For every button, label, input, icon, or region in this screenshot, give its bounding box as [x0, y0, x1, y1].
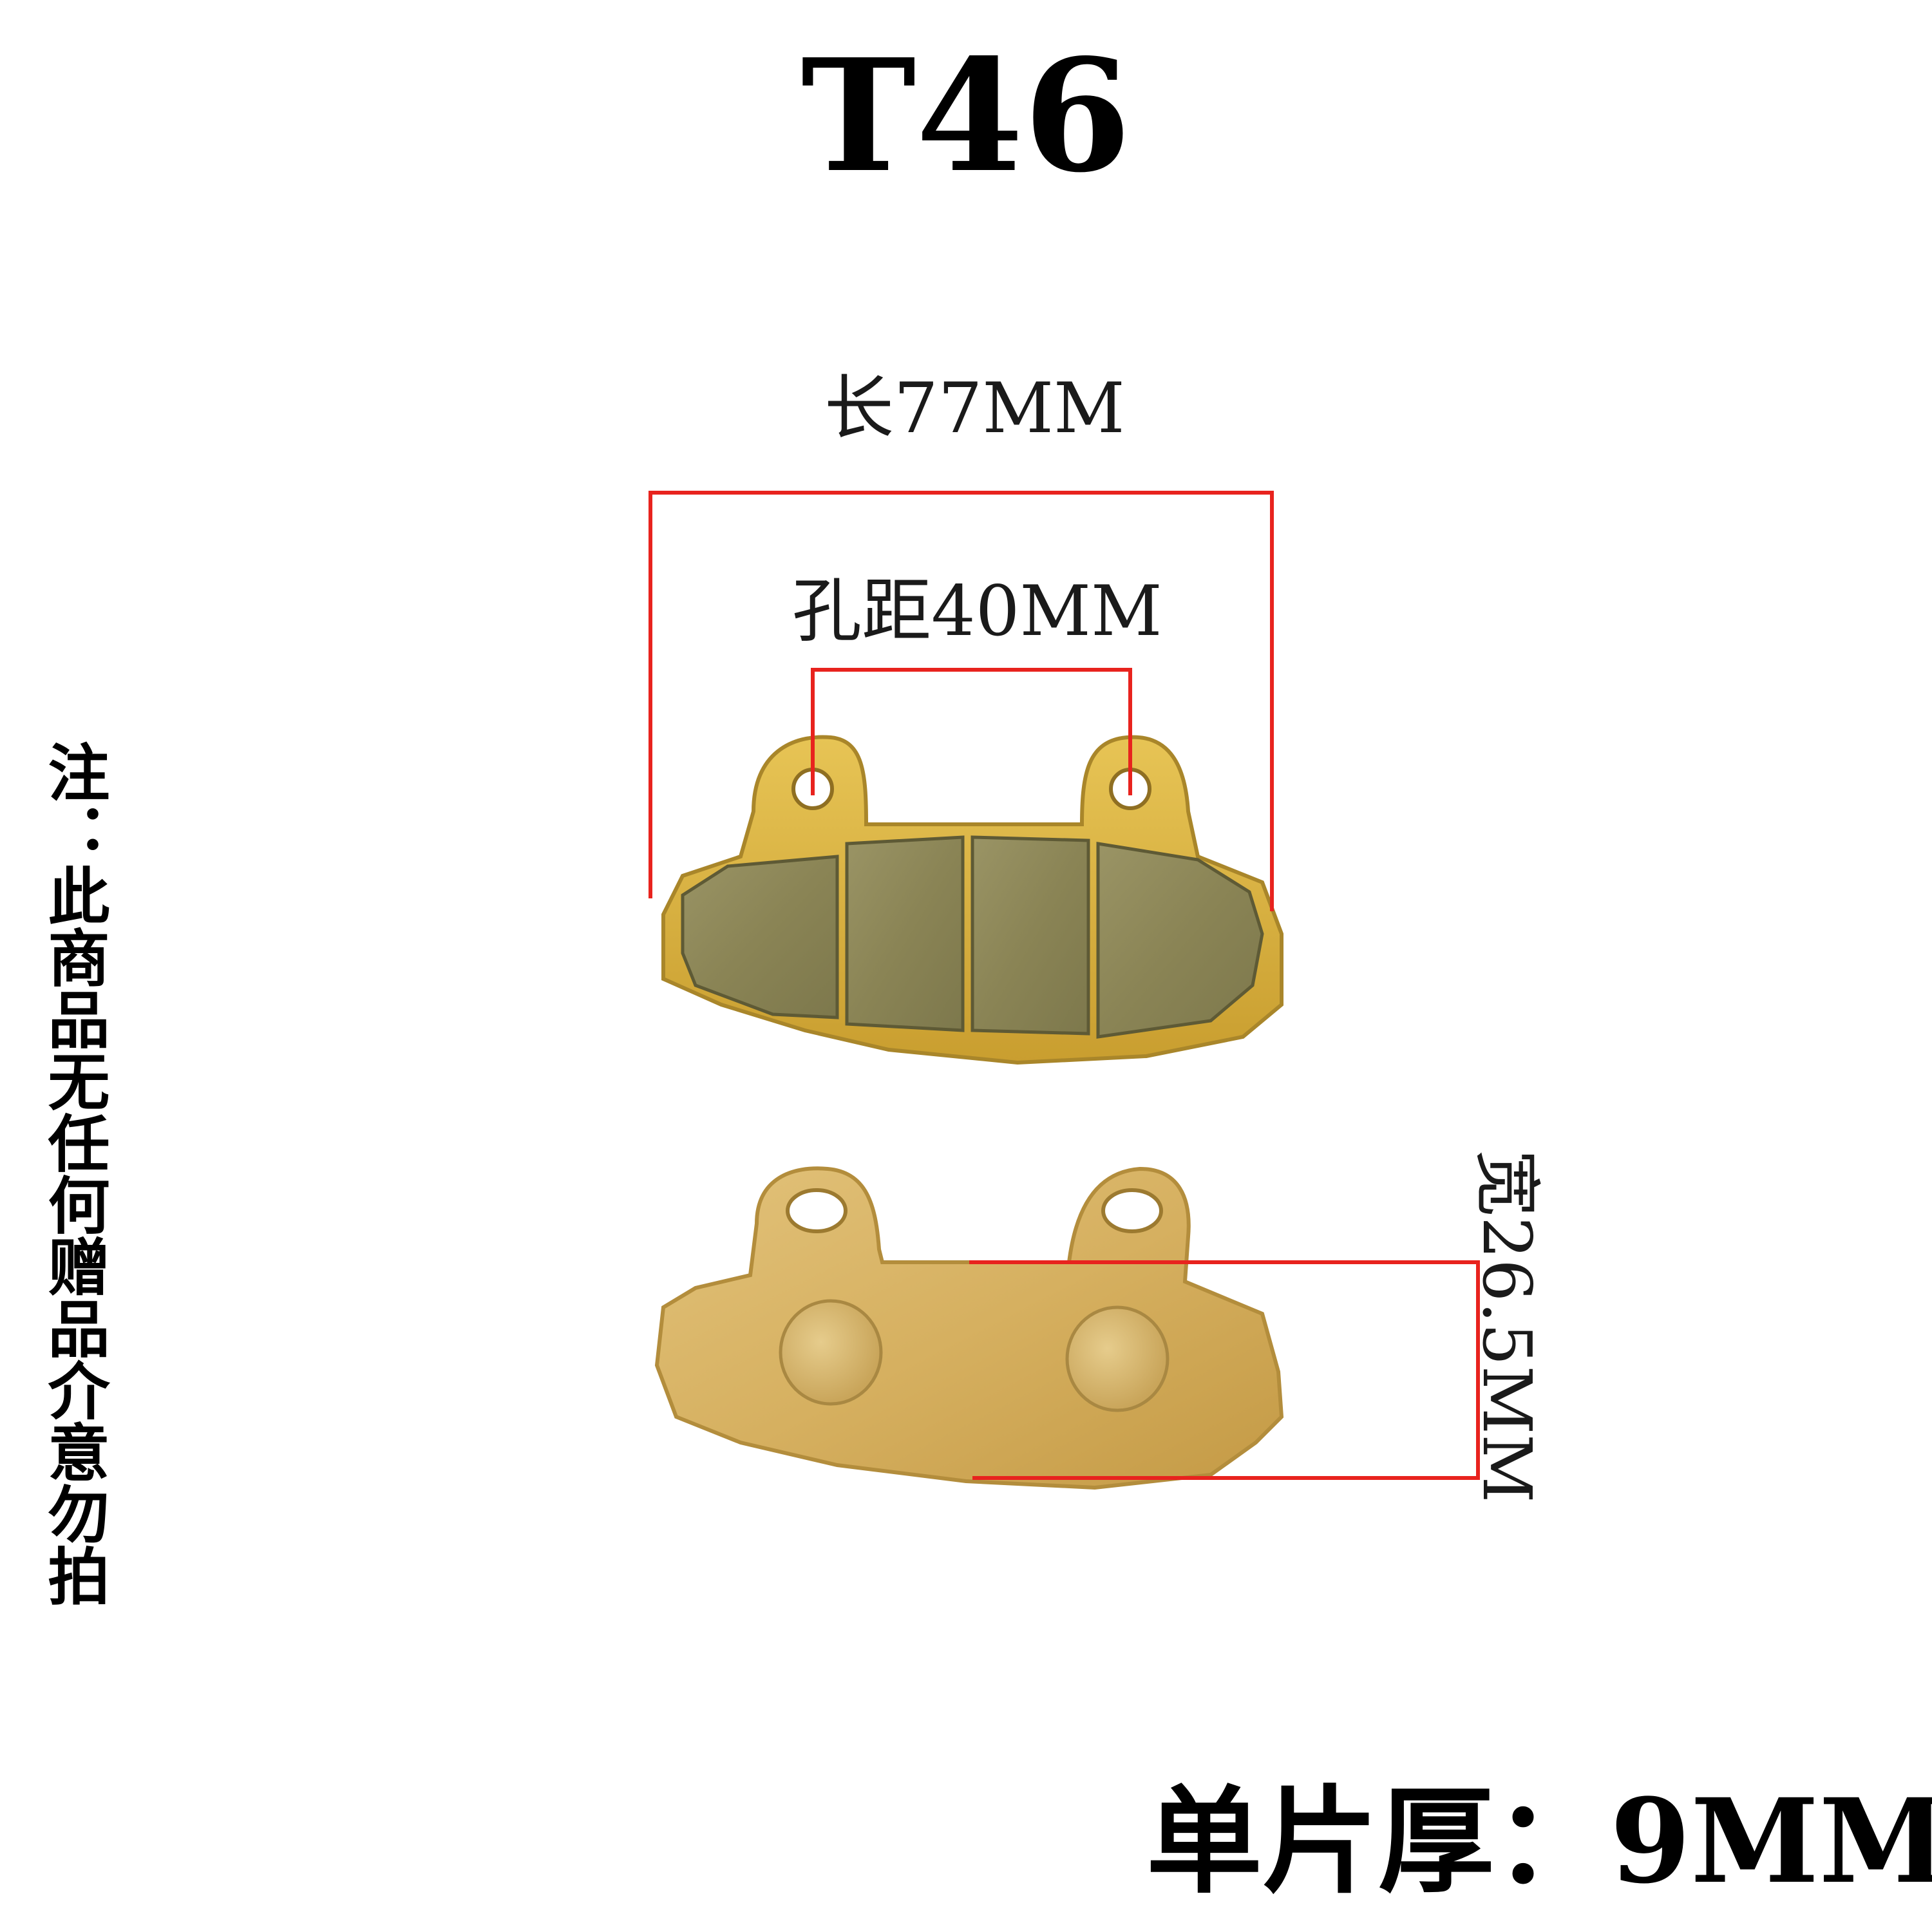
- rivet-right: [1065, 1305, 1170, 1412]
- friction-block-4: [1096, 842, 1264, 1039]
- friction-block-3: [971, 835, 1090, 1036]
- hole-spacing-label: 孔距40MM: [792, 571, 1162, 652]
- rivet-left: [779, 1299, 883, 1406]
- length-label: 长77MM: [824, 368, 1125, 449]
- side-note: 注：此商品无任何赠品介意勿拍: [37, 741, 110, 1606]
- mount-hole-left-back: [786, 1188, 848, 1233]
- backing-plate-back: [654, 1166, 1284, 1490]
- length-measure-line: [649, 491, 1274, 911]
- mount-hole-right-back: [1101, 1188, 1163, 1233]
- thickness-label: 单片厚：9MM: [1146, 1774, 1932, 1909]
- friction-block-1: [681, 855, 839, 1019]
- width-measure-line: [969, 1260, 1480, 1480]
- brake-pad-front: [661, 735, 1283, 1065]
- brake-pad-back: [654, 1166, 1284, 1490]
- friction-block-2: [845, 835, 965, 1032]
- width-label: 宽26.5MM: [1468, 1150, 1546, 1503]
- hole-spacing-measure-line: [811, 668, 1132, 795]
- product-model-title: T46: [800, 25, 1132, 207]
